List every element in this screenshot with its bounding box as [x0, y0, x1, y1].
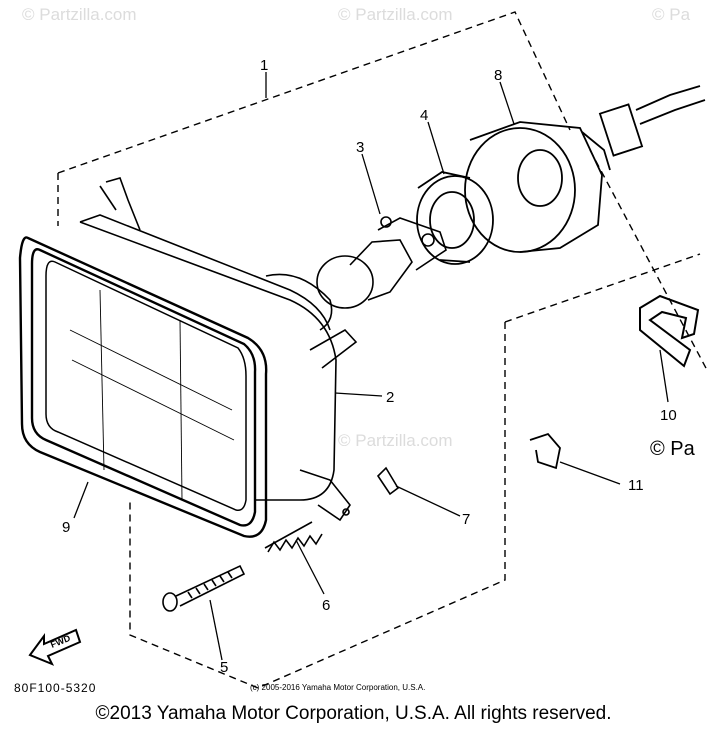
watermark: © Partzilla.com — [338, 5, 453, 24]
part-number-3[interactable]: 3 — [356, 139, 364, 156]
exploded-view: © Partzilla.com © Partzilla.com © Pa © P… — [14, 5, 707, 695]
assembly-boundary — [57, 11, 707, 689]
diagram-code: 80F100-5320 — [14, 681, 96, 695]
clamp — [639, 294, 700, 368]
watermark: © Partzilla.com — [338, 431, 453, 450]
watermark: © Partzilla.com — [22, 5, 137, 24]
watermark-edge: © Pa — [650, 438, 696, 460]
part-number-8[interactable]: 8 — [494, 67, 502, 84]
callout-leaders — [73, 72, 669, 661]
copyright-notice: ©2013 Yamaha Motor Corporation, U.S.A. A… — [95, 703, 612, 724]
part-number-4[interactable]: 4 — [420, 107, 428, 124]
part-number-9[interactable]: 9 — [62, 519, 70, 536]
wire-connector — [598, 85, 706, 157]
spring — [264, 521, 323, 553]
part-number-6[interactable]: 6 — [322, 597, 330, 614]
headlight-unit — [69, 177, 358, 522]
clip — [529, 432, 561, 470]
fwd-arrow-icon: FWD — [28, 628, 82, 666]
nut — [376, 466, 400, 496]
screw — [162, 564, 246, 612]
socket-cover — [464, 121, 611, 253]
part-number-11[interactable]: 11 — [628, 477, 644, 494]
bulb — [316, 216, 447, 309]
bulb-socket — [416, 171, 494, 265]
part-number-1[interactable]: 1 — [260, 57, 268, 74]
headlight-rim — [18, 236, 268, 538]
part-number-2[interactable]: 2 — [386, 389, 394, 406]
part-number-10[interactable]: 10 — [660, 407, 677, 424]
part-number-5[interactable]: 5 — [220, 659, 228, 676]
small-copyright: (c) 2005-2016 Yamaha Motor Corporation, … — [250, 683, 425, 692]
part-number-7[interactable]: 7 — [462, 511, 470, 528]
watermark: © Pa — [652, 5, 691, 24]
